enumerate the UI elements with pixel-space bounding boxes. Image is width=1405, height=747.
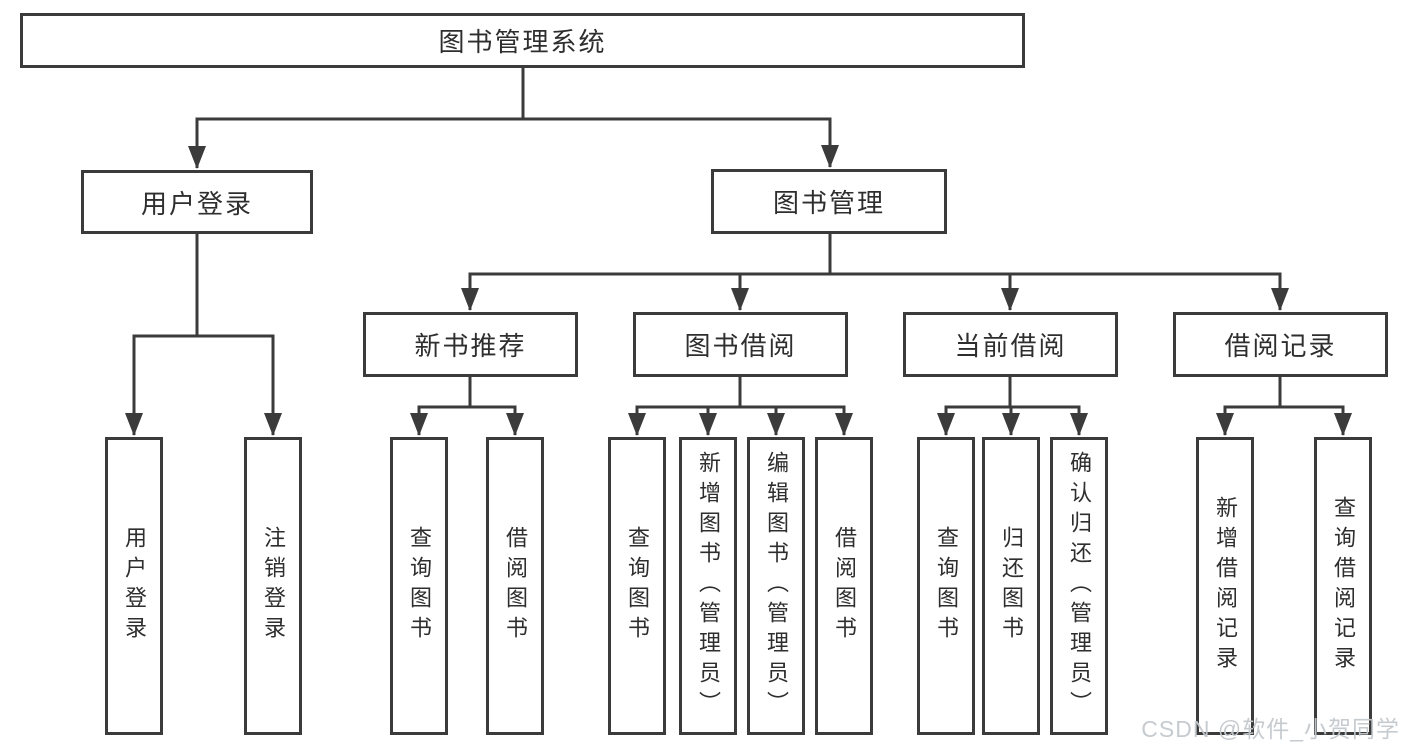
leaf-current-return-books: 归还图书 xyxy=(982,437,1040,735)
leaf-label: 查询借阅记录 xyxy=(1331,496,1356,676)
leaf-records-add-borrow-record: 新增借阅记录 xyxy=(1196,437,1254,735)
node-user-login: 用户登录 xyxy=(81,170,313,234)
leaf-label: 新增借阅记录 xyxy=(1213,496,1238,676)
leaf-borrow-edit-books-admin: 编辑图书（管理员） xyxy=(747,437,805,735)
leaf-recommend-query-books: 查询图书 xyxy=(390,437,448,735)
leaf-recommend-borrow-books: 借阅图书 xyxy=(486,437,544,735)
node-new-book-recommend: 新书推荐 xyxy=(363,312,578,377)
leaf-login-user-login: 用户登录 xyxy=(105,437,163,735)
leaf-label: 新增图书（管理员） xyxy=(696,451,721,721)
node-current-borrow: 当前借阅 xyxy=(903,312,1118,377)
node-book-management: 图书管理 xyxy=(711,169,947,234)
leaf-current-confirm-return-admin: 确认归还（管理员） xyxy=(1050,437,1108,735)
leaf-label: 借阅图书 xyxy=(832,526,857,646)
leaf-borrow-add-books-admin: 新增图书（管理员） xyxy=(679,437,737,735)
leaf-label: 确认归还（管理员） xyxy=(1067,451,1092,721)
leaf-label: 用户登录 xyxy=(122,526,147,646)
node-borrow-records: 借阅记录 xyxy=(1173,312,1388,377)
leaf-records-query-borrow-record: 查询借阅记录 xyxy=(1314,437,1372,735)
leaf-label: 注销登录 xyxy=(261,526,286,646)
leaf-borrow-query-books: 查询图书 xyxy=(608,437,666,735)
leaf-current-query-books: 查询图书 xyxy=(917,437,975,735)
leaf-label: 查询图书 xyxy=(934,526,959,646)
leaf-label: 编辑图书（管理员） xyxy=(764,451,789,721)
leaf-label: 借阅图书 xyxy=(503,526,528,646)
leaf-label: 归还图书 xyxy=(999,526,1024,646)
node-library-management-system: 图书管理系统 xyxy=(20,13,1025,68)
leaf-borrow-borrow-books: 借阅图书 xyxy=(815,437,873,735)
node-book-borrow: 图书借阅 xyxy=(633,312,848,377)
leaf-label: 查询图书 xyxy=(407,526,432,646)
leaf-login-logout: 注销登录 xyxy=(244,437,302,735)
leaf-label: 查询图书 xyxy=(625,526,650,646)
